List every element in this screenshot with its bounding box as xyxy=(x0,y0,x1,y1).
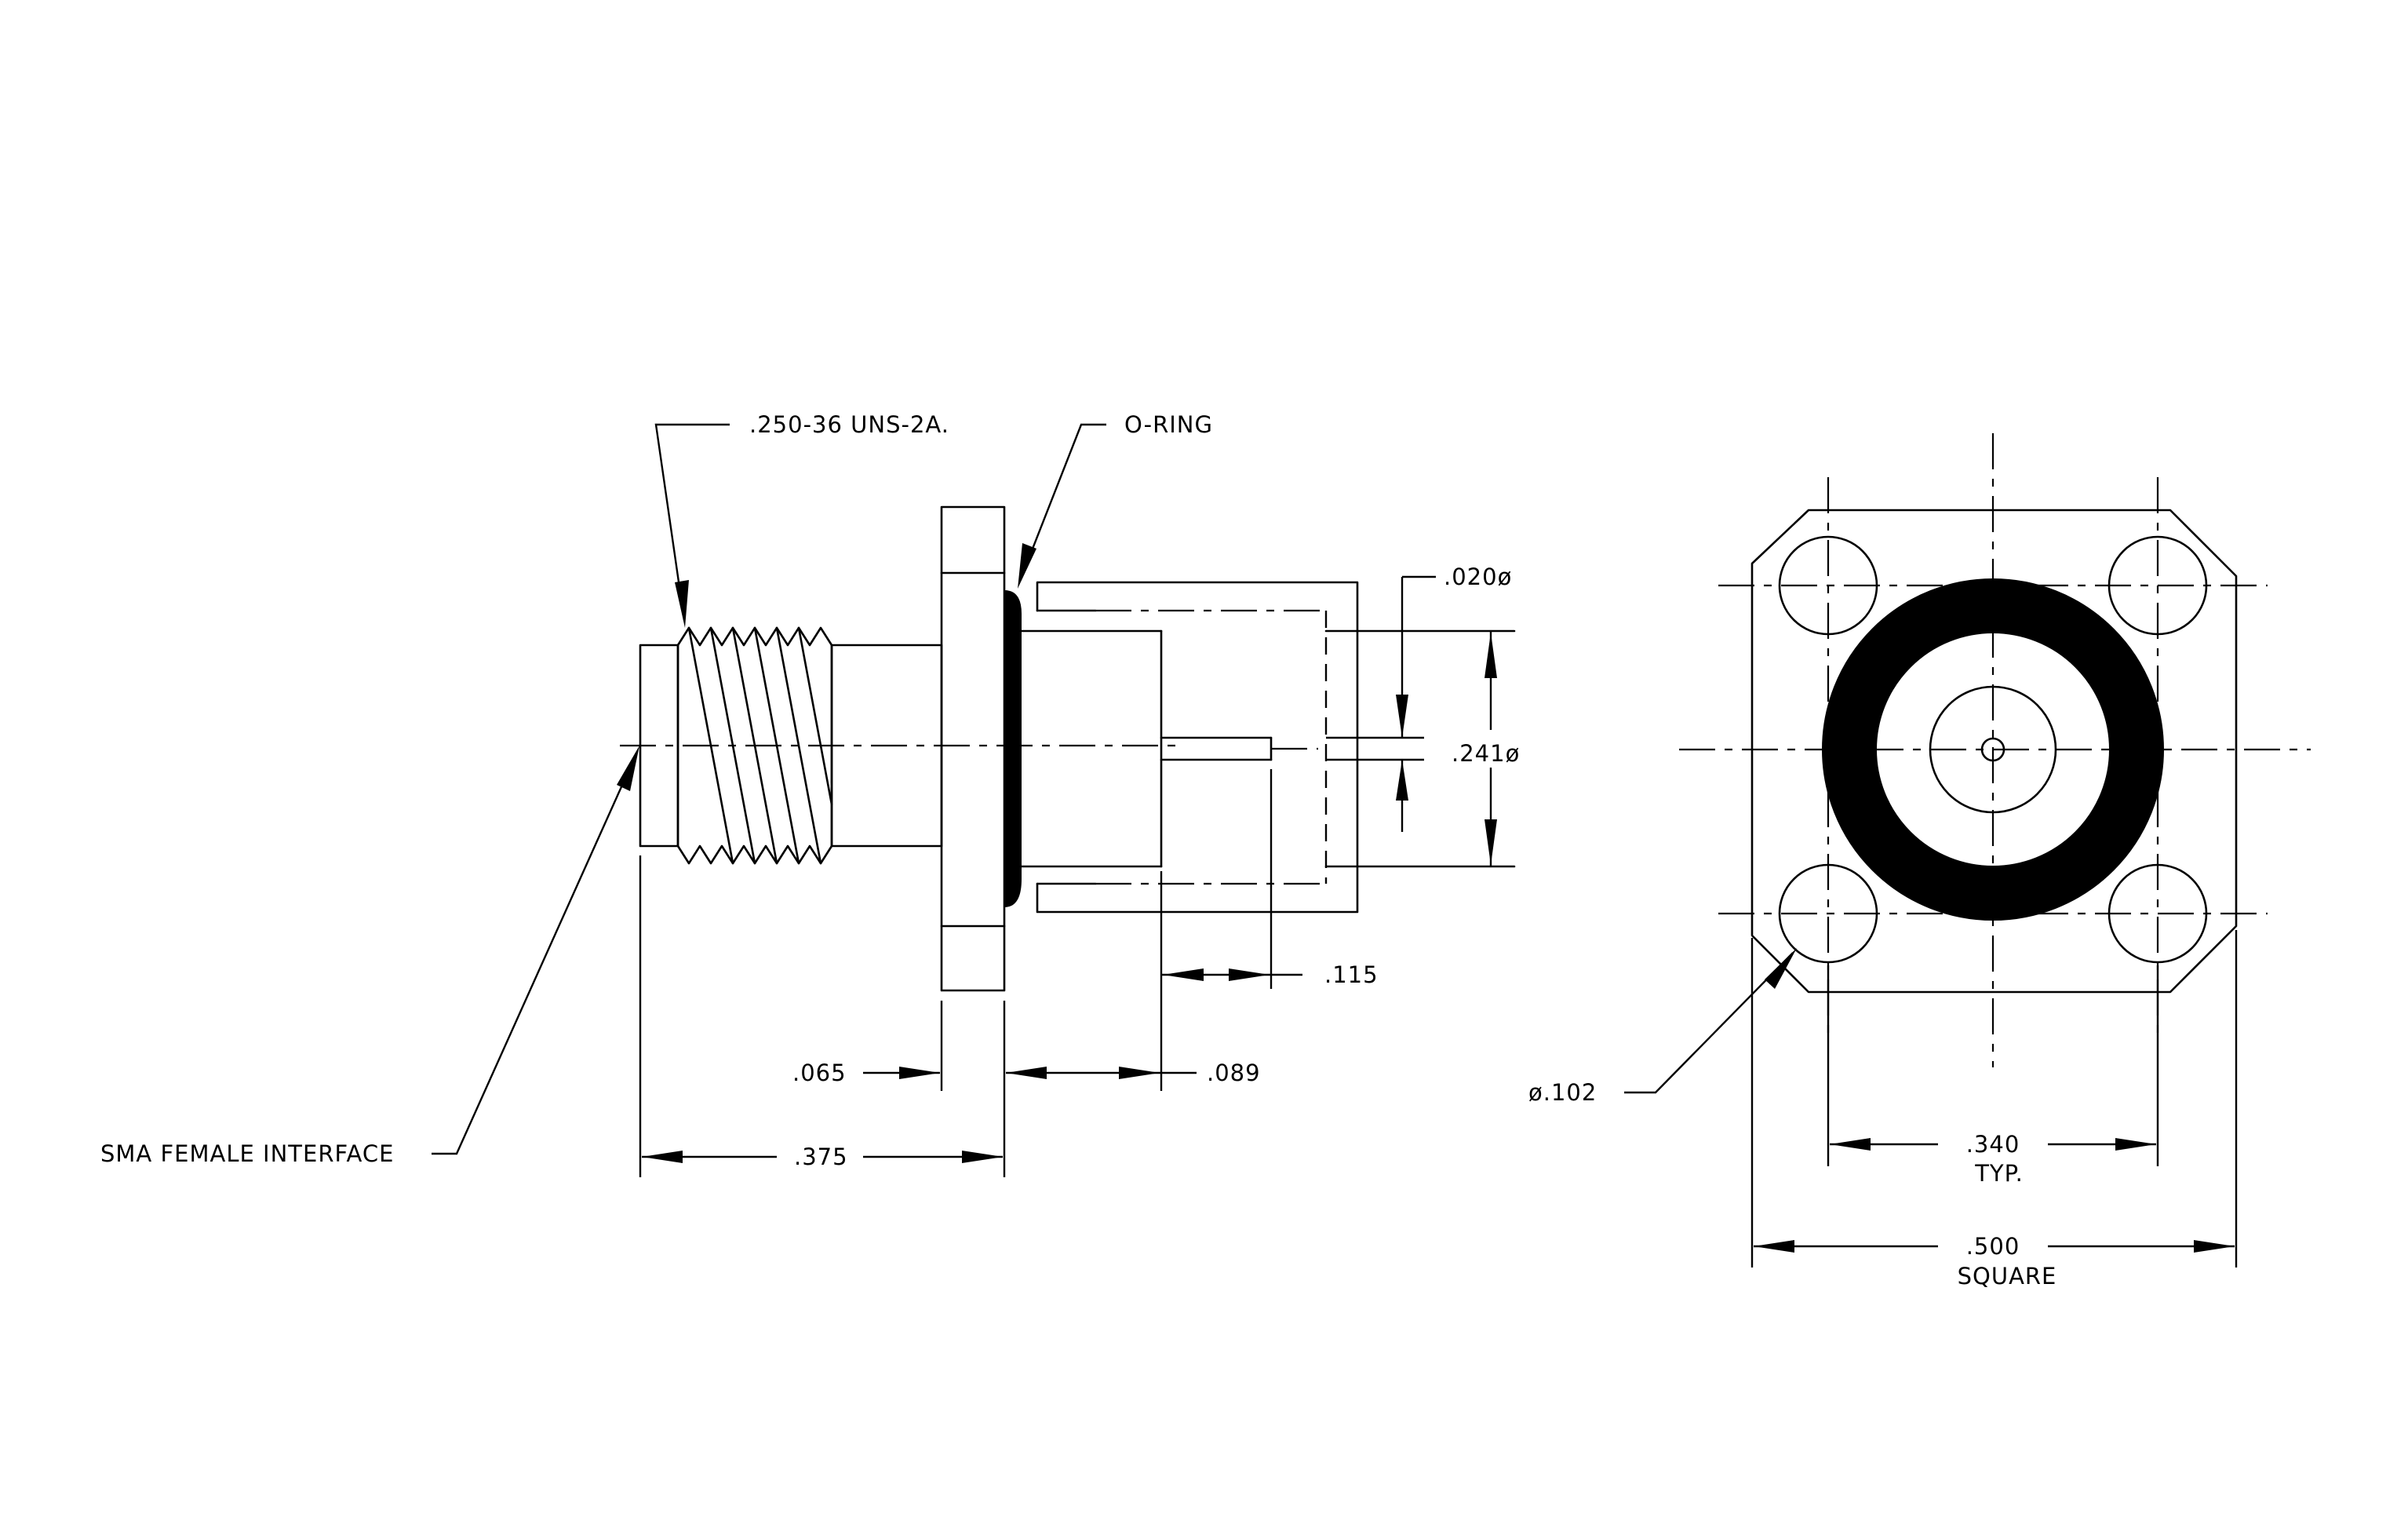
side-view: .020ø .241ø .250-36 UNS-2A. O-RING SMA F… xyxy=(100,411,1520,1177)
dim-115 xyxy=(1160,769,1302,1091)
oring-leader xyxy=(1018,423,1106,589)
interface-callout: SMA FEMALE INTERFACE xyxy=(100,1140,394,1167)
mount-hole-br xyxy=(2107,863,2208,964)
dim-500 xyxy=(1750,930,2238,1268)
dim-500-note: SQUARE xyxy=(1958,1263,2057,1289)
dim-500-label: .500 xyxy=(1966,1233,2020,1260)
thread-callout: .250-36 UNS-2A. xyxy=(749,411,949,438)
dim-089-label: .089 xyxy=(1207,1060,1261,1086)
flange-square xyxy=(1750,509,2238,994)
o-ring xyxy=(1004,590,1022,907)
pin-diameter-label: .020ø xyxy=(1444,564,1512,590)
dim-065-label: .065 xyxy=(792,1060,847,1086)
oring-face xyxy=(1822,578,2164,921)
dim-375-label: .375 xyxy=(794,1143,848,1170)
dim-340-label: .340 xyxy=(1966,1131,2020,1158)
dim-340-note: TYP. xyxy=(1974,1160,2024,1187)
dim-089 xyxy=(1006,1067,1197,1079)
dim-375 xyxy=(642,1151,1003,1163)
mount-hole-tr xyxy=(2107,535,2208,636)
pin-circle xyxy=(1980,737,2005,762)
dim-340 xyxy=(1827,965,2159,1166)
hole-diameter-label: ø.102 xyxy=(1528,1079,1597,1106)
hole-leader xyxy=(1624,948,1797,1094)
mount-hole-bl xyxy=(1778,863,1878,964)
thread-leader xyxy=(654,423,730,628)
dim-pin-diameter xyxy=(1326,575,1436,832)
dielectric-circle xyxy=(1929,685,2057,814)
body-diameter-label: .241ø xyxy=(1452,740,1520,767)
oring-callout: O-RING xyxy=(1124,411,1213,438)
center-pin xyxy=(1160,736,1318,761)
dim-body-diameter xyxy=(1485,631,1497,866)
dim-065 xyxy=(863,1067,940,1079)
rear-body xyxy=(1020,629,1163,868)
panel-outline xyxy=(1036,581,1516,914)
mount-hole-tl xyxy=(1778,535,1878,636)
dim-115-label: .115 xyxy=(1324,961,1379,988)
front-view xyxy=(1679,433,2311,1067)
interface-leader xyxy=(432,746,639,1155)
flange xyxy=(940,505,1006,992)
